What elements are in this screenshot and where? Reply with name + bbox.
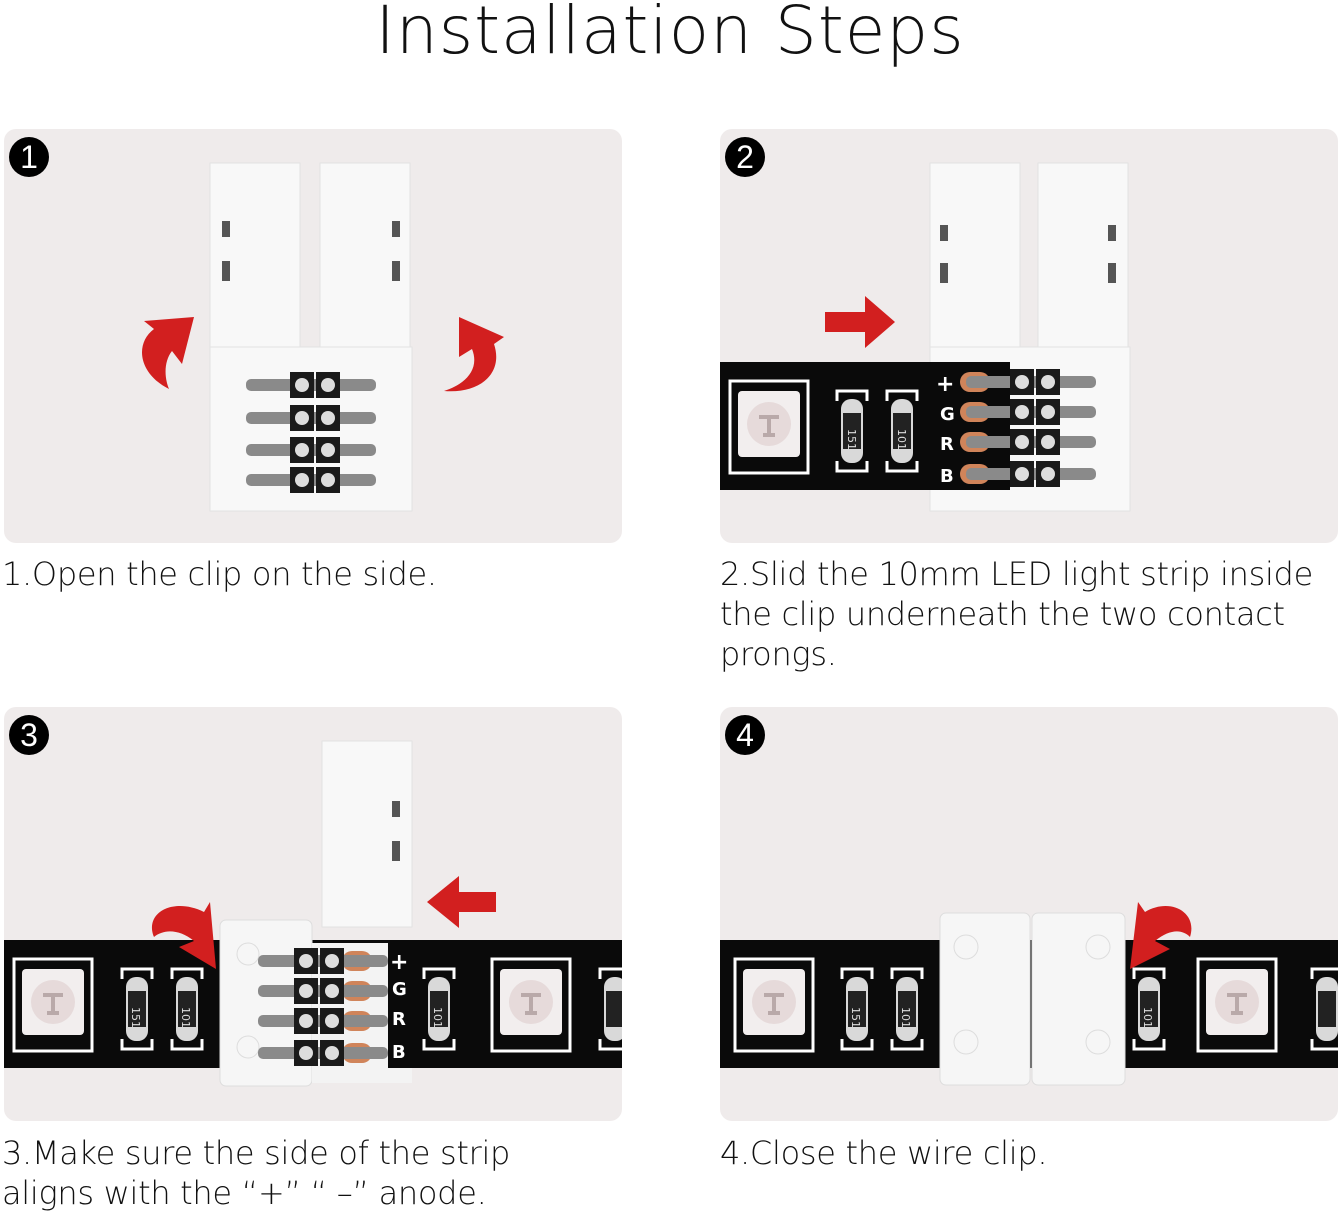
step-1-caption: 1.Open the clip on the side.: [2, 555, 437, 593]
step-2-caption: 2.Slid the 10mm LED light strip inside t…: [720, 555, 1313, 673]
plus-label: +: [936, 372, 954, 397]
clip-open-illustration: [142, 162, 504, 512]
step-number-badge: 1: [9, 137, 49, 177]
page-title: Installation Steps: [375, 0, 965, 69]
strip-insert-illustration: 151 101 + G R B: [720, 162, 1131, 512]
clip-closed-illustration: 151 101 101: [720, 902, 1338, 1086]
svg-text:151: 151: [845, 429, 858, 450]
svg-text:151: 151: [129, 1007, 142, 1028]
step-4-image: 151 101 101 4: [720, 707, 1338, 1121]
right-arrow-icon: [825, 296, 895, 348]
svg-text:101: 101: [899, 1007, 912, 1028]
curved-arrow-right-icon: [444, 317, 504, 392]
step-4-caption: 4.Close the wire clip.: [720, 1134, 1048, 1172]
step-3-caption: 3.Make sure the side of the strip aligns…: [2, 1134, 511, 1212]
curved-arrow-left-icon: [142, 317, 194, 389]
svg-text:G: G: [940, 404, 955, 425]
svg-text:G: G: [392, 979, 407, 1000]
svg-text:R: R: [392, 1009, 406, 1030]
step-2-image: 151 101 + G R B 2: [720, 129, 1338, 543]
step-number-badge: 4: [725, 715, 765, 755]
svg-text:B: B: [392, 1042, 406, 1063]
svg-text:101: 101: [179, 1007, 192, 1028]
curved-arrow-icon: [152, 902, 216, 969]
svg-text:101: 101: [1141, 1007, 1154, 1028]
svg-text:B: B: [940, 466, 954, 487]
step-number-badge: 3: [9, 715, 49, 755]
svg-text:151: 151: [849, 1007, 862, 1028]
step-number-badge: 2: [725, 137, 765, 177]
svg-text:+: +: [390, 950, 408, 975]
svg-text:101: 101: [895, 429, 908, 450]
left-arrow-icon: [427, 876, 496, 928]
step-1-image: 1: [4, 129, 622, 543]
svg-text:R: R: [940, 434, 954, 455]
step-3-image: + G R B 151 101 101 3: [4, 707, 622, 1121]
curved-arrow-close-icon: [1130, 902, 1192, 969]
svg-text:101: 101: [431, 1007, 444, 1028]
strip-align-illustration: + G R B 151 101 101: [4, 740, 622, 1087]
